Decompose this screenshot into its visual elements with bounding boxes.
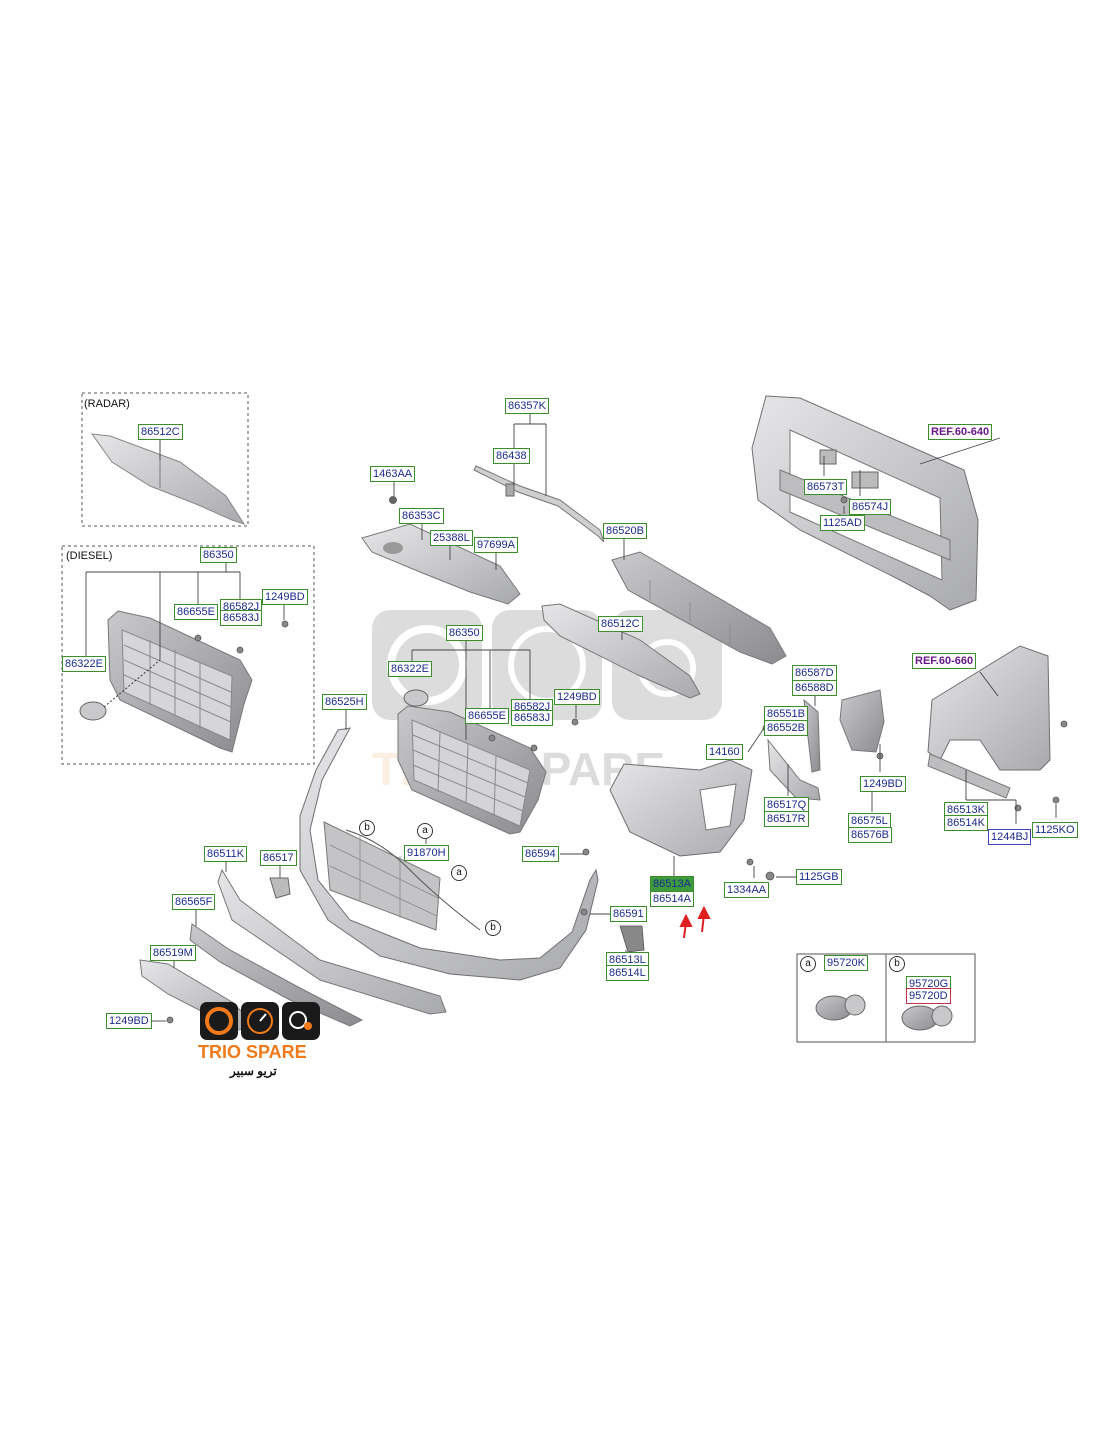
bumper-side-cover: [609, 759, 753, 857]
upper-strip: [473, 465, 605, 543]
diesel-box: [61, 545, 315, 765]
part-label-1249BD-diesel[interactable]: 1249BD: [262, 589, 308, 605]
part-label-86591[interactable]: 86591: [610, 906, 647, 922]
part-label-86519M[interactable]: 86519M: [150, 945, 196, 961]
part-label-1125KO[interactable]: 1125KO: [1032, 822, 1078, 838]
part-label-86583J-diesel[interactable]: 86583J: [220, 610, 263, 626]
part-label-86513A[interactable]: 86513A: [650, 876, 694, 892]
ref-label-60-660[interactable]: REF.60-660: [912, 653, 977, 669]
part-label-86512C[interactable]: 86512C: [598, 616, 643, 632]
part-label-86512C-radar[interactable]: 86512C: [138, 424, 183, 440]
part-label-86353C[interactable]: 86353C: [399, 508, 444, 524]
part-label-86517R[interactable]: 86517R: [764, 811, 809, 827]
diesel-grille: [79, 610, 253, 753]
part-label-86552B[interactable]: 86552B: [764, 720, 808, 736]
part-label-86655E-diesel[interactable]: 86655E: [174, 604, 218, 620]
highlight-arrows: [679, 905, 711, 939]
part-label-86517[interactable]: 86517: [260, 850, 297, 866]
part-label-86438[interactable]: 86438: [493, 448, 530, 464]
part-label-86514K[interactable]: 86514K: [944, 815, 988, 831]
logo-name: TRIO SPARE: [198, 1042, 307, 1062]
front-bumper: [299, 727, 599, 981]
radar-bracket: [90, 433, 246, 525]
part-label-14160[interactable]: 14160: [706, 744, 743, 760]
part-label-86513L[interactable]: 86513L: [606, 952, 649, 968]
trio-spare-logo-icons: [200, 1002, 320, 1040]
sensor-b: [901, 1005, 953, 1031]
part-label-86565F[interactable]: 86565F: [172, 894, 216, 910]
lower-lip: [217, 868, 447, 1015]
side-guide: [839, 689, 885, 753]
part-label-86587D[interactable]: 86587D: [792, 665, 837, 681]
part-label-86588D[interactable]: 86588D: [792, 680, 837, 696]
part-label-86322E[interactable]: 86322E: [388, 661, 432, 677]
part-label-86514L[interactable]: 86514L: [606, 965, 649, 981]
main-grille: [397, 689, 547, 835]
trio-spare-logo-arabic: تريو سبير: [230, 1064, 277, 1078]
part-label-91870H[interactable]: 91870H: [404, 845, 449, 861]
part-label-1125GB[interactable]: 1125GB: [796, 869, 842, 885]
sensor-a: [815, 994, 866, 1021]
part-label-97699A[interactable]: 97699A: [474, 537, 518, 553]
part-label-1244BJ[interactable]: 1244BJ: [988, 829, 1032, 845]
part-label-86573T[interactable]: 86573T: [804, 479, 848, 495]
marker-a: a: [451, 865, 467, 881]
leader-lines: [85, 412, 1057, 1022]
absorber: [611, 551, 787, 665]
marker-a: a: [800, 956, 816, 972]
part-label-86583J[interactable]: 86583J: [511, 710, 554, 726]
marker-b: b: [359, 820, 375, 836]
part-label-86357K[interactable]: 86357K: [505, 398, 549, 414]
part-label-86576B[interactable]: 86576B: [848, 827, 892, 843]
ref-label-60-640[interactable]: REF.60-640: [928, 424, 993, 440]
part-label-25388L[interactable]: 25388L: [430, 530, 473, 546]
part-label-1249BD-side[interactable]: 1249BD: [860, 776, 906, 792]
part-label-86322E-diesel[interactable]: 86322E: [62, 656, 106, 672]
part-label-1334AA[interactable]: 1334AA: [724, 882, 770, 898]
part-label-86520B[interactable]: 86520B: [603, 523, 647, 539]
part-label-86513K[interactable]: 86513K: [944, 802, 988, 818]
lower-skid: [189, 923, 364, 1027]
part-label-1249BD-grille[interactable]: 1249BD: [554, 689, 600, 705]
part-label-86655E[interactable]: 86655E: [465, 708, 509, 724]
trio-spare-logo-text: TRIO SPARE: [198, 1042, 307, 1063]
part-label-1125AD[interactable]: 1125AD: [820, 515, 865, 531]
part-label-86511K[interactable]: 86511K: [204, 846, 248, 862]
part-label-86514A[interactable]: 86514A: [650, 891, 694, 907]
diesel-caption: (DIESEL): [66, 550, 113, 562]
part-label-95720K[interactable]: 95720K: [824, 955, 868, 971]
part-label-95720D[interactable]: 95720D: [906, 988, 951, 1004]
marker-a: a: [417, 823, 433, 839]
part-label-86594[interactable]: 86594: [522, 846, 559, 862]
part-label-86350-diesel[interactable]: 86350: [200, 547, 237, 563]
part-label-1249BD-bottom[interactable]: 1249BD: [106, 1013, 152, 1029]
radar-caption: (RADAR): [84, 398, 130, 410]
part-label-86574J[interactable]: 86574J: [849, 499, 892, 515]
part-label-86350[interactable]: 86350: [446, 625, 483, 641]
part-label-86525H[interactable]: 86525H: [322, 694, 367, 710]
part-label-1463AA[interactable]: 1463AA: [370, 466, 416, 482]
marker-b: b: [485, 920, 501, 936]
marker-b: b: [889, 956, 905, 972]
